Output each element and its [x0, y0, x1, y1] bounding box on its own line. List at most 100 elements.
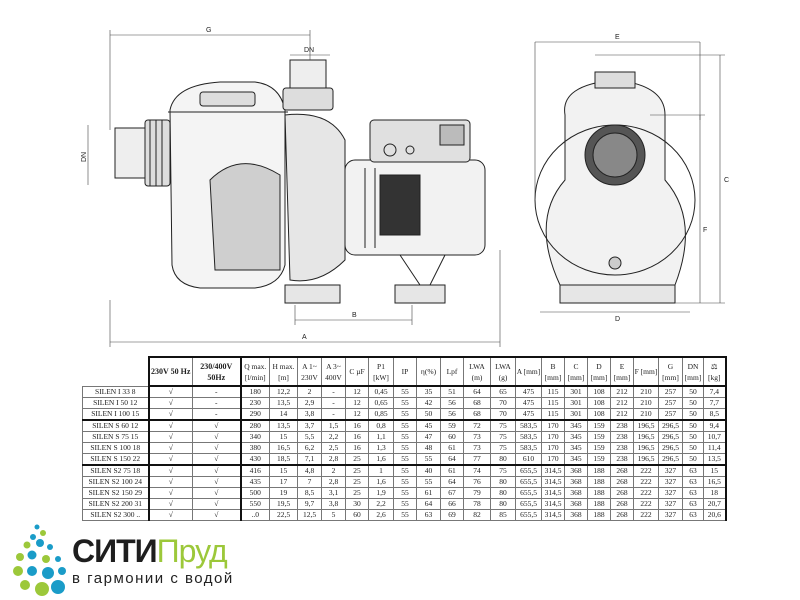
table-cell: 50 — [682, 419, 704, 432]
table-cell: 19,5 — [269, 498, 298, 510]
table-cell: 63 — [682, 498, 704, 510]
table-cell: 63 — [682, 476, 704, 488]
table-cell: 55 — [393, 408, 417, 421]
table-cell: 59 — [440, 419, 464, 432]
table-cell: - — [321, 385, 346, 398]
table-cell: 2 — [297, 385, 322, 398]
table-cell: 1,3 — [368, 442, 394, 454]
table-cell: 50 — [682, 397, 704, 409]
table-cell: 50 — [682, 453, 704, 466]
table-cell: - — [192, 397, 241, 409]
table-cell: 55 — [416, 453, 441, 466]
table-cell: 25 — [345, 487, 369, 499]
table-cell: 2 — [321, 464, 346, 477]
table-cell: 70 — [490, 397, 516, 409]
table-cell: 63 — [682, 509, 704, 521]
table-cell: 159 — [587, 442, 611, 454]
table-cell: 108 — [587, 397, 611, 409]
table-cell: 75 — [490, 464, 516, 477]
table-cell: 345 — [564, 442, 588, 454]
table-cell: 170 — [541, 453, 565, 466]
table-cell: 655,5 — [515, 498, 542, 510]
table-cell: √ — [147, 476, 193, 488]
table-cell: 0,8 — [368, 419, 394, 432]
table-cell: 238 — [610, 442, 634, 454]
table-cell: 55 — [393, 498, 417, 510]
table-cell: 64 — [463, 385, 491, 398]
table-cell: 380 — [239, 442, 270, 454]
table-cell: 85 — [490, 509, 516, 521]
table-cell: 25 — [345, 476, 369, 488]
table-cell: 222 — [633, 487, 659, 499]
dim-label-a: A — [302, 334, 307, 341]
table-cell: 55 — [393, 419, 417, 432]
table-cell: 70 — [490, 408, 516, 421]
brand-slogan: в гармонии с водой — [72, 570, 234, 587]
table-cell: 55 — [393, 385, 417, 398]
table-cell: 430 — [239, 453, 270, 466]
table-cell: 314,5 — [541, 498, 565, 510]
logo-droplet-icon — [13, 524, 66, 596]
table-cell: 82 — [463, 509, 491, 521]
table-cell: 65 — [490, 385, 516, 398]
table-cell: 188 — [587, 476, 611, 488]
table-cell: 170 — [541, 431, 565, 443]
table-cell: 16,5 — [703, 476, 727, 488]
table-cell: 257 — [658, 385, 683, 398]
table-cell: 268 — [610, 464, 634, 477]
model-name-cell: SILEN I 50 12 — [82, 397, 149, 409]
table-cell: 314,5 — [541, 464, 565, 477]
table-cell: ..0 — [239, 509, 270, 521]
table-cell: 1,5 — [321, 419, 346, 432]
table-cell: 18,5 — [269, 453, 298, 466]
table-cell: 14 — [269, 408, 298, 421]
table-cell: 1,6 — [368, 453, 394, 466]
table-cell: 48 — [416, 442, 441, 454]
table-cell: √ — [147, 453, 193, 466]
table-cell: 210 — [633, 385, 659, 398]
table-cell: 4,8 — [297, 464, 322, 477]
table-cell: 3,7 — [297, 419, 322, 432]
table-cell: 66 — [440, 498, 464, 510]
table-cell: 16 — [345, 442, 369, 454]
column-header: A 3~ 400V — [321, 356, 346, 387]
model-name-cell: SILEN S2 300 .. — [82, 509, 149, 521]
dim-label-g: G — [206, 27, 211, 34]
table-cell: 63 — [416, 509, 441, 521]
column-header: η(%) — [416, 356, 441, 387]
table-cell: 68 — [463, 408, 491, 421]
table-cell: 3,8 — [321, 498, 346, 510]
table-cell: 13,5 — [269, 419, 298, 432]
table-cell: 1,1 — [368, 431, 394, 443]
table-cell: 301 — [564, 408, 588, 421]
model-name-cell: SILEN S2 200 31 — [82, 498, 149, 510]
table-cell: 196,5 — [633, 419, 659, 432]
table-cell: 368 — [564, 476, 588, 488]
table-cell: 327 — [658, 476, 683, 488]
column-header: A [mm] — [515, 356, 542, 387]
table-cell: 12,2 — [269, 385, 298, 398]
table-cell: 583,5 — [515, 431, 542, 443]
table-cell: 345 — [564, 431, 588, 443]
column-header: P1 [kW] — [368, 356, 394, 387]
table-cell: - — [321, 397, 346, 409]
model-name-cell: SILEN I 100 15 — [82, 408, 149, 421]
table-cell: 72 — [463, 419, 491, 432]
table-cell: 583,5 — [515, 419, 542, 432]
table-cell: 50 — [416, 408, 441, 421]
table-cell: 345 — [564, 453, 588, 466]
table-cell: 12 — [345, 408, 369, 421]
table-cell: 78 — [463, 498, 491, 510]
table-cell: 2,8 — [321, 453, 346, 466]
table-cell: 3,8 — [297, 408, 322, 421]
table-cell: 9,7 — [297, 498, 322, 510]
table-cell: 188 — [587, 509, 611, 521]
table-cell: 475 — [515, 397, 542, 409]
table-cell: 268 — [610, 498, 634, 510]
table-cell: 25 — [345, 453, 369, 466]
